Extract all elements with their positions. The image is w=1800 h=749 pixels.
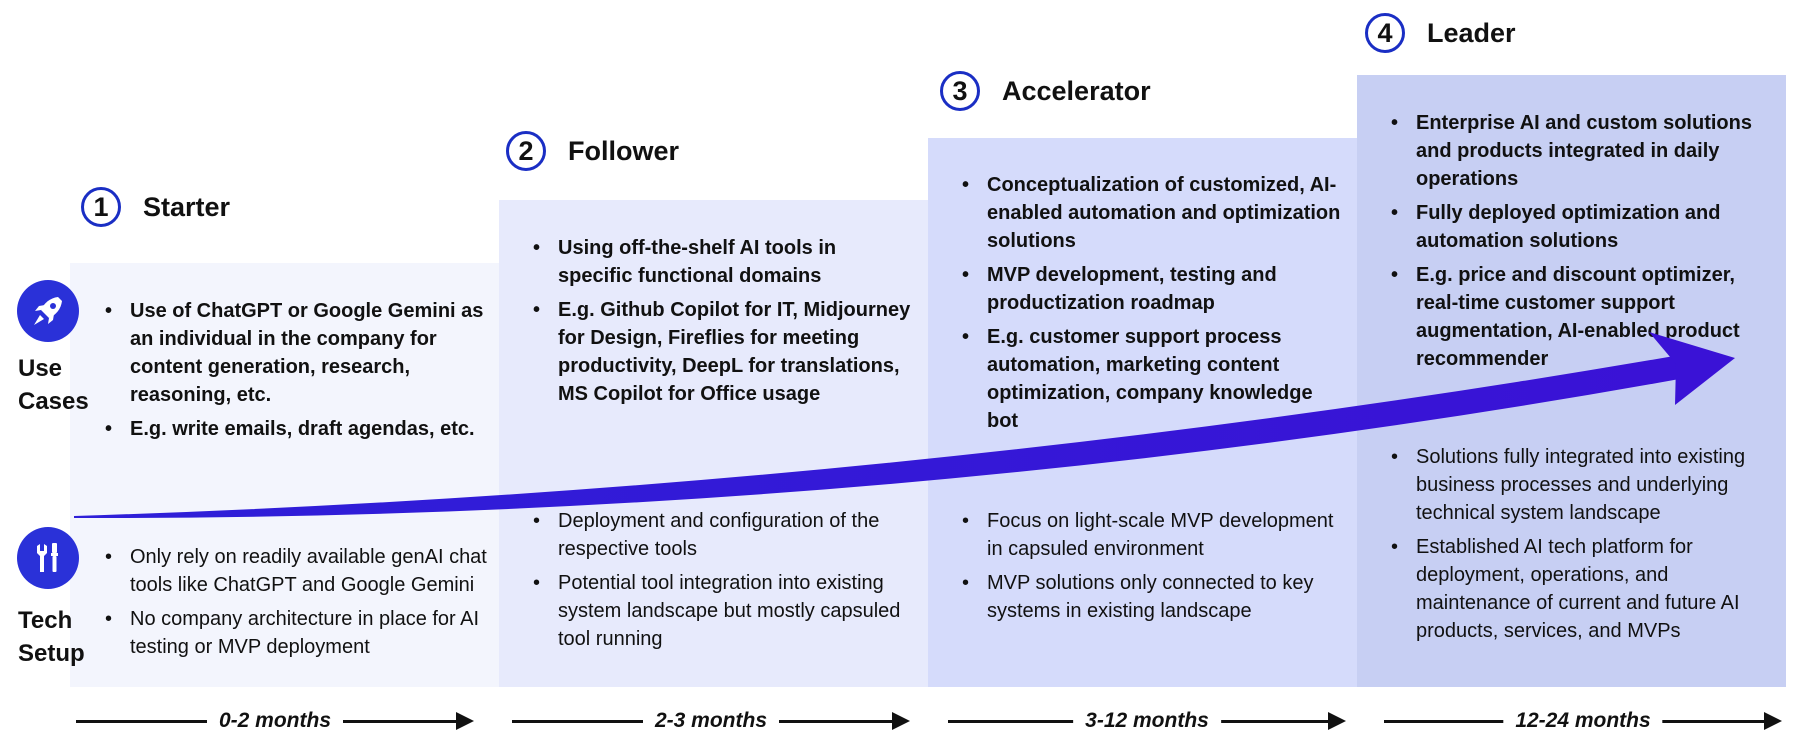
tech-setup-item: Deployment and configuration of the resp… <box>530 507 915 563</box>
trend-arrow-head <box>1649 332 1735 405</box>
timeline-label-4: 12-24 months <box>1503 706 1663 736</box>
tech-setup-label-line1: Tech <box>18 607 73 634</box>
timeline-segment-3: 3-12 months <box>948 706 1346 736</box>
stage-3-tech-setup: Focus on light-scale MVP development in … <box>959 507 1344 631</box>
tech-setup-item: MVP solutions only connected to key syst… <box>959 569 1344 625</box>
stage-4-number-badge: 4 <box>1365 13 1405 53</box>
tech-setup-label-line2: Setup <box>18 640 85 667</box>
stage-1-title: Starter <box>143 191 231 222</box>
use-case-item: Using off-the-shelf AI tools in specific… <box>530 234 915 290</box>
stage-1-use-cases: Use of ChatGPT or Google Gemini as an in… <box>102 297 487 449</box>
timeline-segment-4: 12-24 months <box>1384 706 1782 736</box>
use-case-item: E.g. Github Copilot for IT, Midjourney f… <box>530 296 915 408</box>
rocket-icon <box>17 280 79 342</box>
trend-arrow-body <box>74 355 1685 519</box>
stage-4-use-cases: Enterprise AI and custom solutions and p… <box>1388 109 1773 379</box>
stage-3-title: Accelerator <box>1002 75 1151 106</box>
stage-3-number-badge: 3 <box>940 71 980 111</box>
timeline-label-1: 0-2 months <box>206 706 344 736</box>
stage-2-tech-setup: Deployment and configuration of the resp… <box>530 507 915 659</box>
stage-4-title: Leader <box>1427 17 1516 48</box>
use-case-item: Use of ChatGPT or Google Gemini as an in… <box>102 297 487 409</box>
arrow-right-icon <box>1328 712 1346 730</box>
arrow-right-icon <box>1764 712 1782 730</box>
use-case-item: Fully deployed optimization and automati… <box>1388 199 1773 255</box>
stage-1-number-badge: 1 <box>81 187 121 227</box>
stage-3-header: 3 Accelerator <box>940 71 1151 111</box>
timeline-label-3: 3-12 months <box>1073 706 1221 736</box>
tools-icon <box>17 527 79 589</box>
tech-setup-item: Potential tool integration into existing… <box>530 569 915 653</box>
use-cases-label-line1: Use <box>18 355 63 382</box>
timeline-segment-2: 2-3 months <box>512 706 910 736</box>
stage-4-tech-setup: Solutions fully integrated into existing… <box>1388 443 1773 651</box>
use-case-item: Enterprise AI and custom solutions and p… <box>1388 109 1773 193</box>
timeline-label-2: 2-3 months <box>642 706 780 736</box>
stage-2-number-badge: 2 <box>506 131 546 171</box>
stage-1-header: 1 Starter <box>81 187 230 227</box>
tech-setup-item: Solutions fully integrated into existing… <box>1388 443 1773 527</box>
tech-setup-item: Established AI tech platform for deploym… <box>1388 533 1773 645</box>
use-case-item: E.g. customer support process automation… <box>959 323 1344 435</box>
stage-2-title: Follower <box>568 135 680 166</box>
use-case-item: Conceptualization of customized, AI-enab… <box>959 171 1344 255</box>
arrow-right-icon <box>456 712 474 730</box>
use-case-item: E.g. price and discount optimizer, real-… <box>1388 261 1773 373</box>
arrow-right-icon <box>892 712 910 730</box>
use-case-item: MVP development, testing and productizat… <box>959 261 1344 317</box>
use-case-item: E.g. write emails, draft agendas, etc. <box>102 415 487 443</box>
stage-4-header: 4 Leader <box>1365 13 1516 53</box>
tech-setup-item: Only rely on readily available genAI cha… <box>102 543 487 599</box>
tech-setup-item: No company architecture in place for AI … <box>102 605 487 661</box>
use-cases-label-line2: Cases <box>18 388 89 415</box>
tech-setup-row-label: Tech Setup <box>18 604 85 670</box>
stage-2-use-cases: Using off-the-shelf AI tools in specific… <box>530 234 915 414</box>
tech-setup-item: Focus on light-scale MVP development in … <box>959 507 1344 563</box>
stage-2-header: 2 Follower <box>506 131 679 171</box>
use-cases-row-label: Use Cases <box>18 352 89 418</box>
stage-1-tech-setup: Only rely on readily available genAI cha… <box>102 543 487 667</box>
stage-3-use-cases: Conceptualization of customized, AI-enab… <box>959 171 1344 441</box>
timeline-segment-1: 0-2 months <box>76 706 474 736</box>
